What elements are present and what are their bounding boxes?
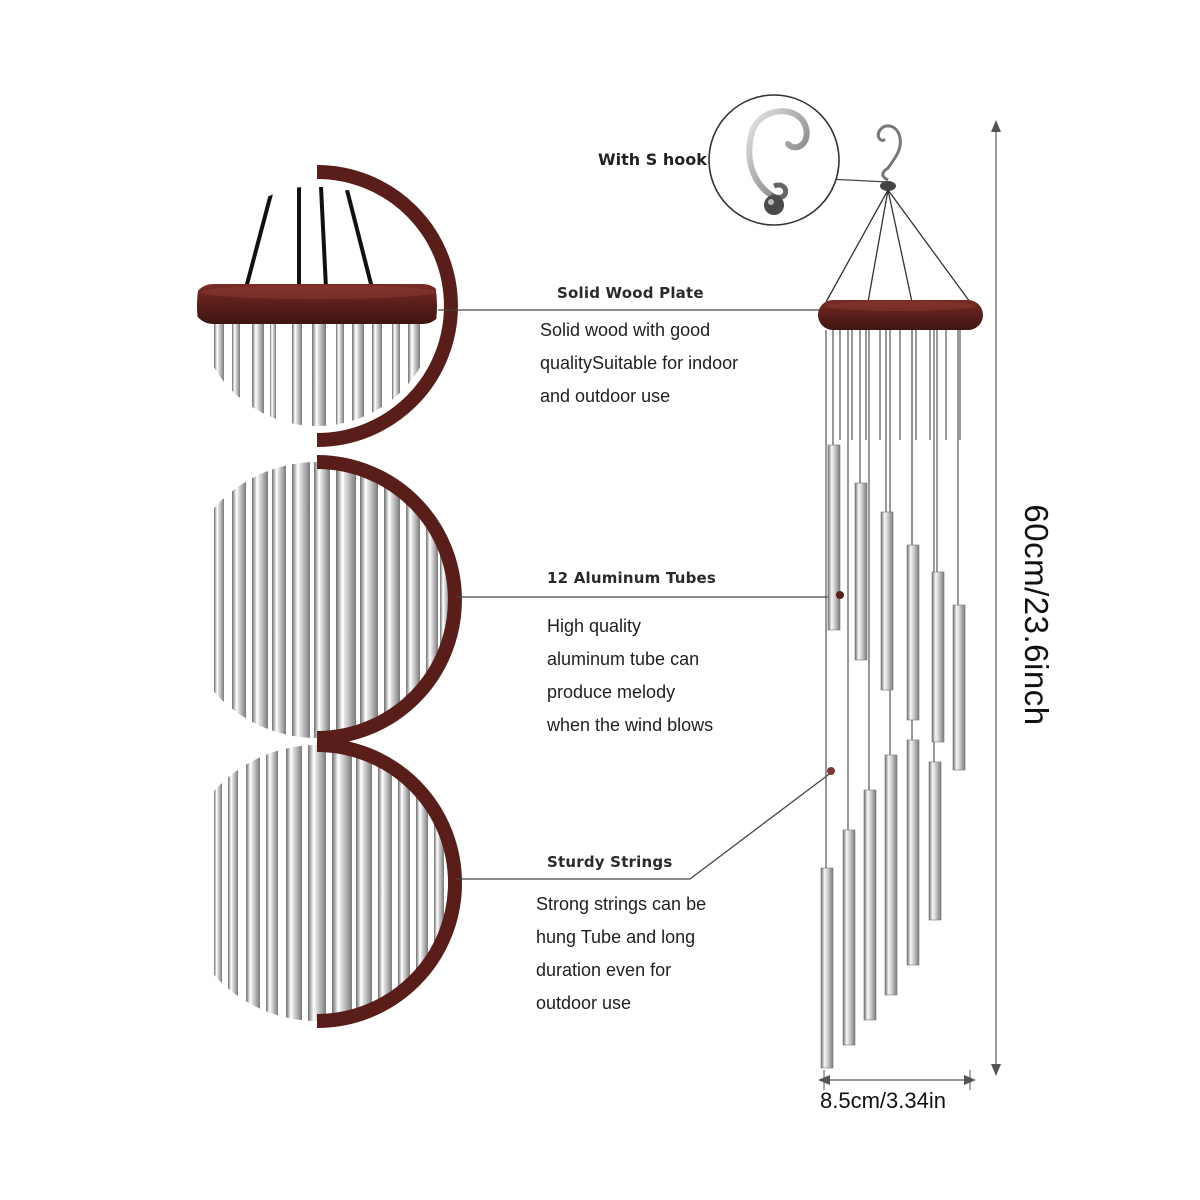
feature-desc-line: produce melody bbox=[547, 682, 676, 702]
chime-tube bbox=[854, 482, 868, 661]
chime-tube bbox=[928, 761, 942, 921]
feature-title: Solid Wood Plate bbox=[557, 284, 704, 302]
s-hook-detail bbox=[708, 94, 840, 226]
feature-title: Sturdy Strings bbox=[547, 853, 673, 871]
chime-tube bbox=[880, 511, 894, 691]
callout-lines bbox=[438, 177, 889, 880]
zoom-circle-tubes bbox=[214, 455, 462, 745]
chime-tube bbox=[952, 604, 966, 771]
chime-tube bbox=[906, 544, 920, 721]
chime-tube bbox=[842, 829, 856, 1046]
zoom-circle-strings bbox=[214, 738, 462, 1028]
height-dimension-label: 60cm/23.6inch bbox=[1018, 504, 1055, 726]
wind-chime-full-view bbox=[818, 124, 983, 1069]
feature-desc-line: hung Tube and long bbox=[536, 927, 696, 947]
chime-tube bbox=[820, 867, 834, 1069]
feature-desc-line: and outdoor use bbox=[540, 386, 671, 406]
zoom-circle-wood-plate bbox=[197, 165, 458, 447]
chime-tube bbox=[863, 789, 877, 1021]
height-dimension-line bbox=[991, 120, 1001, 1076]
feature-desc-line: High quality bbox=[547, 616, 642, 636]
feature-desc-line: when the wind blows bbox=[547, 715, 714, 735]
chime-tube bbox=[906, 739, 920, 966]
feature-desc-line: aluminum tube can bbox=[547, 649, 700, 669]
feature-desc-line: Strong strings can be bbox=[536, 894, 707, 914]
width-dimension-line bbox=[818, 1070, 976, 1090]
width-dimension-label: 8.5cm/3.34in bbox=[820, 1088, 946, 1113]
feature-desc-line: outdoor use bbox=[536, 993, 632, 1013]
chime-tube bbox=[931, 571, 945, 743]
feature-desc-line: qualitySuitable for indoor bbox=[540, 353, 739, 373]
feature-title: 12 Aluminum Tubes bbox=[547, 569, 717, 587]
feature-desc-line: duration even for bbox=[536, 960, 672, 980]
chime-tube bbox=[827, 444, 841, 631]
chime-tube bbox=[884, 754, 898, 996]
s-hook-label: With S hook bbox=[598, 150, 707, 169]
feature-desc-line: Solid wood with good bbox=[540, 320, 711, 340]
